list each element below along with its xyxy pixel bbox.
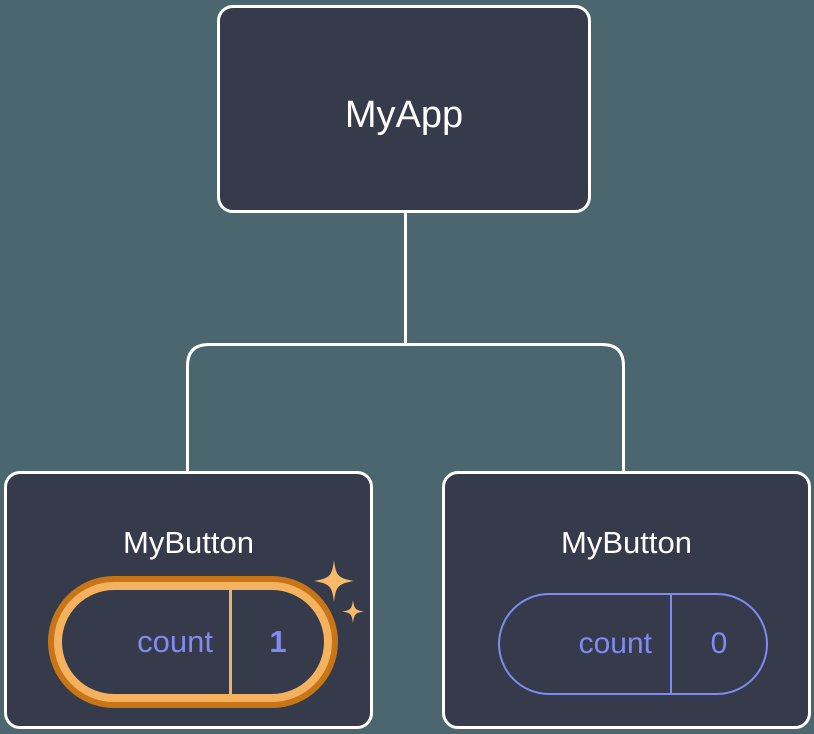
state-key-label: count [62,590,232,694]
node-mybutton-right[interactable]: MyButton count 0 [442,471,811,729]
state-pill-core: count 1 [62,590,324,694]
node-mybutton-right-label: MyButton [561,525,692,560]
node-mybutton-left-label: MyButton [123,525,254,560]
state-value-label: 1 [269,624,287,659]
state-pill-highlighted[interactable]: count 1 [48,576,338,708]
state-pill-plain[interactable]: count 0 [498,593,768,695]
node-myapp-label: MyApp [344,94,464,136]
state-value-label: 0 [710,627,728,660]
node-myapp[interactable]: MyApp [217,5,591,213]
state-key-label: count [500,595,672,693]
node-mybutton-left[interactable]: MyButton count 1 [4,471,373,729]
state-pill-inner-ring: count 1 [54,582,332,702]
edge-branch-bar [186,343,625,471]
